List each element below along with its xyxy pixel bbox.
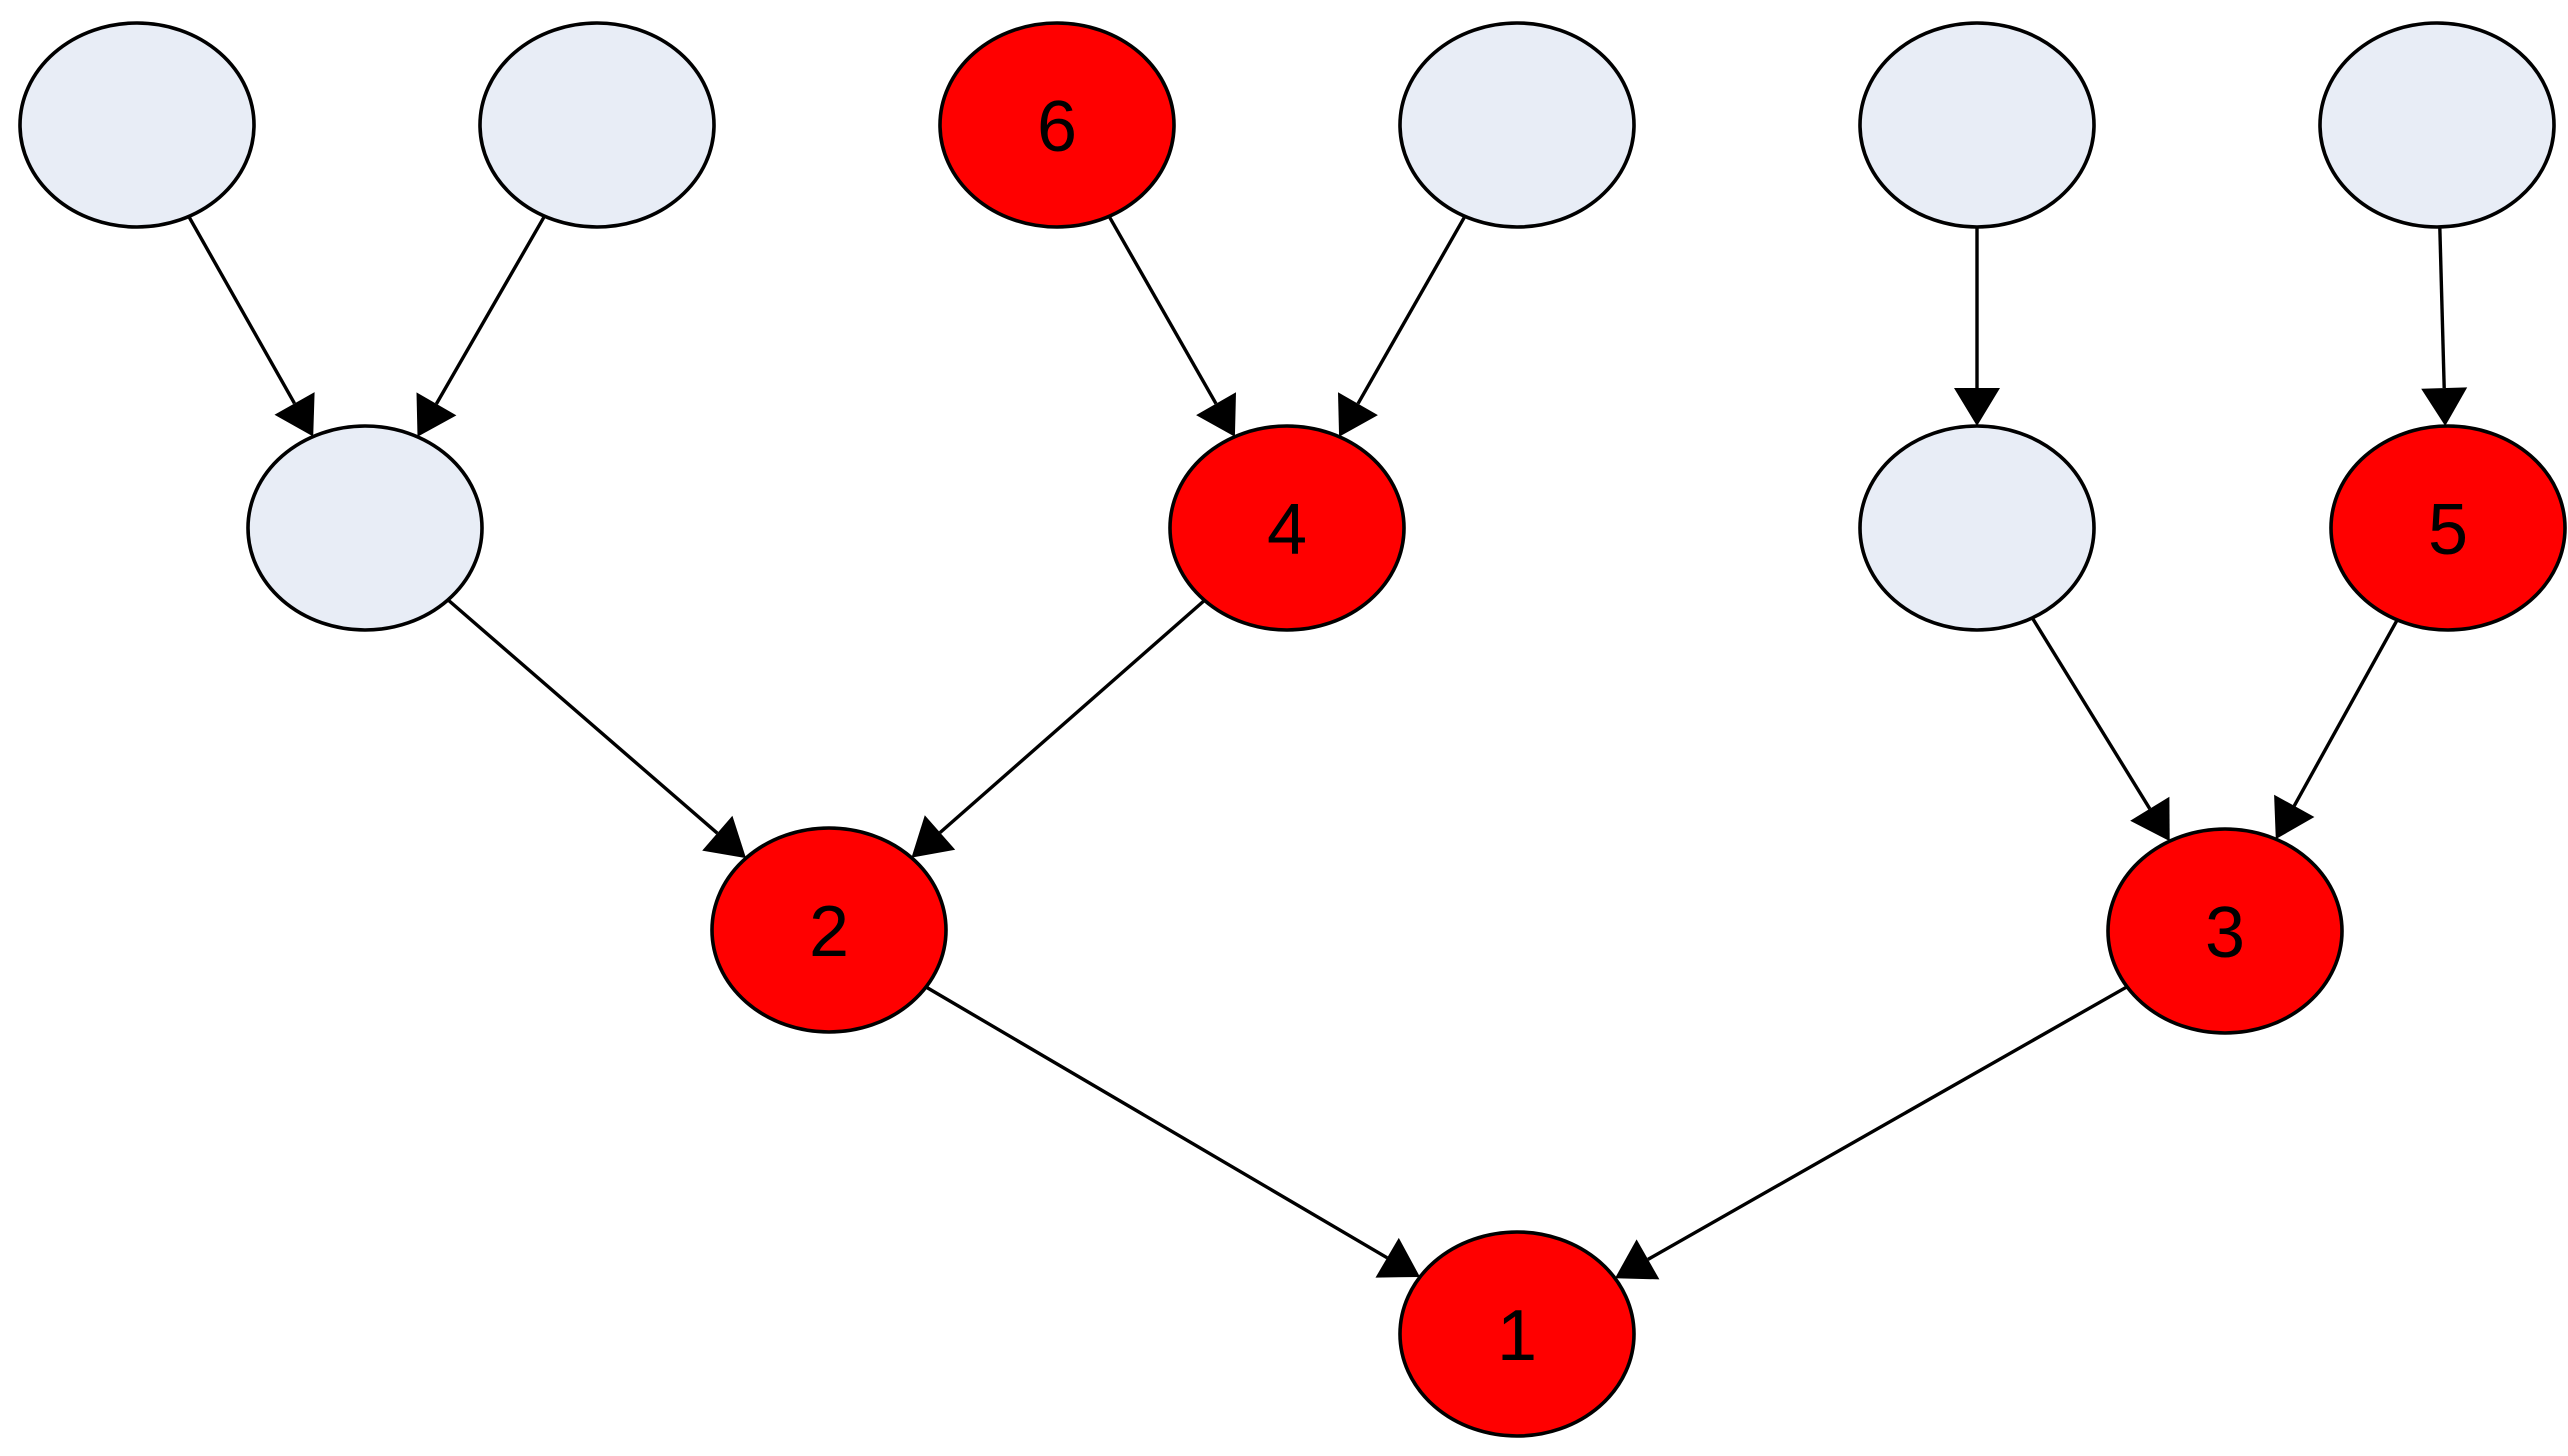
node-n5: 5 [2329,424,2567,632]
edge-u-top-2-to-u-mid-left-line [434,215,546,405]
node-n3-label: 3 [2205,893,2245,973]
node-u-top-2 [478,21,716,229]
node-n5-shape [2329,424,2567,632]
edge-u-mid-left-to-n2-arrowhead-icon [702,815,746,859]
node-u-top-3 [1398,21,1636,229]
node-n3-shape [2106,827,2344,1035]
node-u-top-1 [18,21,256,229]
node-n5-label: 5 [2428,490,2468,570]
edge-u-top-2-to-u-mid-left-arrowhead-icon [416,392,457,437]
node-n1-label: 1 [1497,1296,1537,1376]
node-u-mid-left [246,424,484,632]
edge-u-top-1-to-u-mid-left-line [187,215,296,405]
edge-n4-to-n2-arrowhead-icon [911,815,956,858]
node-layer: 6 4 5 2 3 1 [18,21,2567,1438]
edge-u-mid-right-to-n3-line [2030,617,2152,810]
edge-u-top-4-to-u-mid-right-arrowhead-icon [1954,388,2000,426]
node-u-mid-right-shape [1858,424,2096,632]
node-u-top-4-shape [1858,21,2096,229]
edge-n3-to-n1-line [1647,985,2128,1261]
node-n2-shape [710,826,948,1034]
node-n4-shape [1168,424,1406,632]
node-n4: 4 [1168,424,1406,632]
node-u-top-5-shape [2318,21,2556,229]
edge-n5-to-n3-arrowhead-icon [2274,794,2315,840]
edge-n2-to-n1-line [925,985,1389,1260]
node-u-top-4 [1858,21,2096,229]
edge-n5-to-n3-line [2292,619,2399,807]
edge-n6-to-n4-line [1107,215,1218,405]
node-n2: 2 [710,826,948,1034]
edge-u-top-5-to-n5-line [2438,226,2446,389]
node-n6-shape [938,21,1176,229]
edge-u-top-5-to-n5-arrowhead-icon [2421,387,2468,426]
edge-u-top-1-to-u-mid-left-arrowhead-icon [274,392,315,437]
edge-u-mid-left-to-n2-line [446,598,719,835]
node-u-top-3-shape [1398,21,1636,229]
node-u-top-1-shape [18,21,256,229]
node-n6-label: 6 [1037,87,1077,167]
edge-u-top-3-to-n4-line [1356,215,1467,405]
edge-n2-to-n1-arrowhead-icon [1375,1237,1420,1278]
node-u-top-2-shape [478,21,716,229]
edge-n4-to-n2-line [938,599,1206,834]
node-n1-shape [1398,1230,1636,1438]
node-n3: 3 [2106,827,2344,1035]
edge-n3-to-n1-arrowhead-icon [1615,1239,1660,1280]
node-n2-label: 2 [809,892,849,972]
node-u-top-5 [2318,21,2556,229]
node-n6: 6 [938,21,1176,229]
node-n1: 1 [1398,1230,1636,1438]
edge-u-mid-right-to-n3-arrowhead-icon [2130,796,2170,842]
node-n4-label: 4 [1267,490,1307,570]
node-u-mid-left-shape [246,424,484,632]
edge-u-top-3-to-n4-arrowhead-icon [1338,392,1378,437]
node-u-mid-right [1858,424,2096,632]
edge-layer [187,215,2468,1280]
edge-n6-to-n4-arrowhead-icon [1196,392,1236,437]
